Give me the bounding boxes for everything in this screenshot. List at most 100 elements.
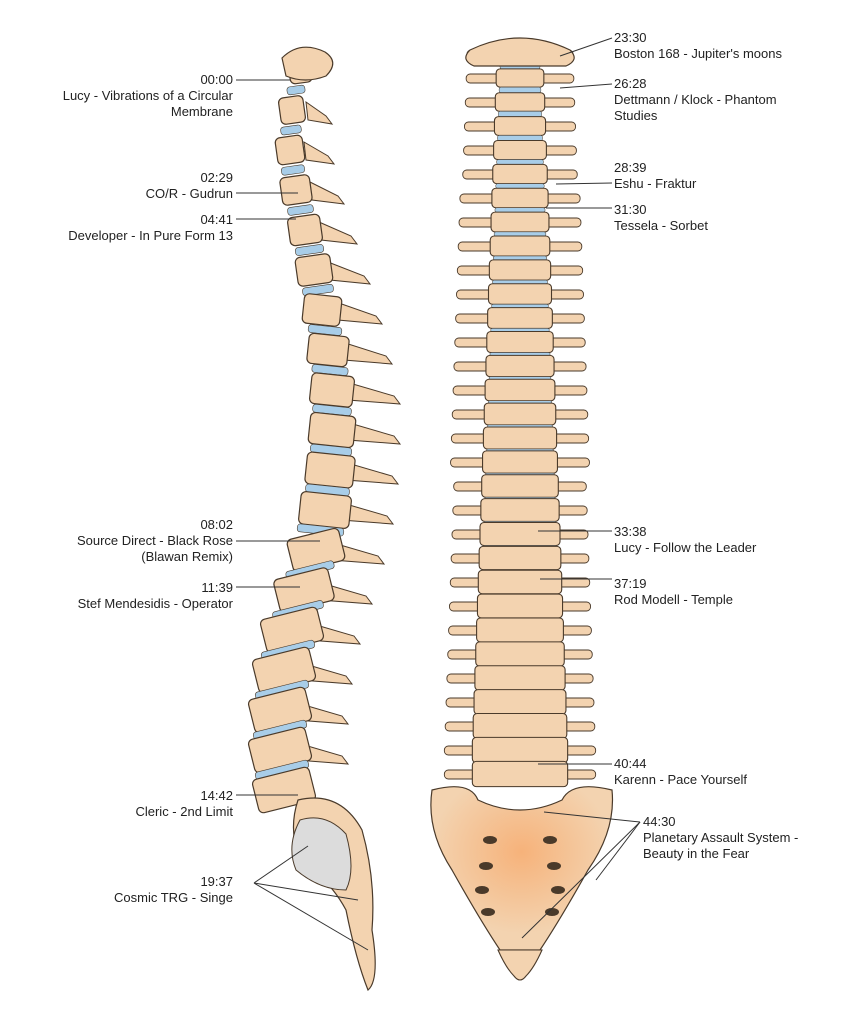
intervertebral-disc — [498, 86, 542, 94]
track-title: Tessela - Sorbet — [614, 218, 708, 233]
track-label: 23:30 Boston 168 - Jupiter's moons — [614, 30, 782, 62]
vertebral-body — [471, 736, 569, 764]
leader-line — [595, 821, 641, 881]
vertebral-body — [287, 213, 323, 247]
track-time: 31:30 — [614, 202, 647, 217]
track-title: Karenn - Pace Yourself — [614, 772, 747, 787]
vertebral-body — [487, 307, 553, 329]
track-time: 44:30 — [643, 814, 676, 829]
vertebral-body — [481, 450, 558, 474]
vertebral-body — [481, 474, 559, 498]
leader-line — [559, 37, 613, 57]
vertebral-body — [479, 521, 561, 547]
track-title: Eshu - Fraktur — [614, 176, 697, 191]
track-label: 33:38 Lucy - Follow the Leader — [614, 524, 756, 556]
intervertebral-disc — [302, 283, 334, 297]
track-title: Stef Mendesidis - Operator — [77, 596, 233, 611]
track-title: Rod Modell - Temple — [614, 592, 733, 607]
track-title: Lucy - Vibrations of a Circular — [62, 88, 233, 103]
track-label: 31:30 Tessela - Sorbet — [614, 202, 708, 234]
track-time: 14:42 — [200, 788, 233, 803]
vertebral-body — [274, 134, 306, 166]
track-title: Planetary Assault System - — [643, 830, 799, 845]
intervertebral-disc — [280, 124, 302, 136]
track-time: 37:19 — [614, 576, 647, 591]
intervertebral-disc — [496, 159, 544, 165]
sacral-foramen — [545, 908, 559, 916]
vertebral-body — [480, 498, 560, 522]
leader-lines — [236, 37, 641, 951]
vertebral-body — [477, 569, 563, 595]
vertebral-body — [471, 760, 569, 788]
leader-line — [543, 811, 641, 823]
sacral-foramen — [483, 836, 497, 844]
lateral-spine-view — [247, 46, 402, 991]
vertebral-body — [493, 116, 547, 136]
track-label: 08:02 Source Direct - Black Rose (Blawan… — [77, 517, 233, 565]
track-title: Boston 168 - Jupiter's moons — [614, 46, 782, 61]
track-label: 40:44 Karenn - Pace Yourself — [614, 756, 747, 788]
vertebral-body — [485, 354, 555, 378]
sacral-foramen — [547, 862, 561, 870]
coccyx — [497, 949, 543, 981]
track-time: 23:30 — [614, 30, 647, 45]
vertebral-body — [294, 253, 334, 287]
track-label: 11:39 Stef Mendesidis - Operator — [78, 580, 233, 612]
track-label: 44:30 Planetary Assault System - Beauty … — [643, 814, 798, 862]
vertebral-body — [473, 689, 567, 715]
track-time: 19:37 — [200, 874, 233, 889]
vertebral-body — [482, 426, 558, 450]
intervertebral-disc — [294, 244, 325, 256]
vertebral-body — [483, 402, 557, 426]
sacral-foramen — [481, 908, 495, 916]
atlas-vertebra — [281, 46, 334, 81]
sacral-foramen — [543, 836, 557, 844]
track-label: 04:41 Developer - In Pure Form 13 — [68, 212, 233, 244]
vertebral-body — [278, 95, 306, 125]
vertebral-body — [304, 451, 356, 489]
track-time: 33:38 — [614, 524, 647, 539]
vertebral-body — [472, 712, 568, 740]
track-title: Source Direct - Black Rose — [76, 533, 233, 548]
vertebral-body — [495, 68, 545, 88]
intervertebral-disc — [287, 204, 314, 216]
vertebral-body — [309, 372, 355, 408]
leader-line — [253, 882, 369, 951]
intervertebral-disc — [498, 111, 542, 117]
sacral-foramen — [475, 886, 489, 894]
sacroiliac-surface — [291, 817, 352, 891]
track-label: 14:42 Cleric - 2nd Limit — [135, 788, 233, 820]
vertebral-body — [475, 641, 565, 667]
sacrum-frontal — [430, 786, 614, 951]
leader-line — [521, 821, 641, 939]
vertebral-body — [307, 411, 357, 449]
track-time: 08:02 — [200, 517, 233, 532]
spinous-process — [335, 301, 384, 325]
track-title: Cosmic TRG - Singe — [114, 890, 233, 905]
track-time: 40:44 — [614, 756, 647, 771]
atlas-vertebra — [465, 37, 575, 67]
frontal-spine-view — [430, 37, 614, 981]
track-label: 26:28 Dettmann / Klock - Phantom Studies — [614, 76, 777, 124]
vertebral-body — [478, 545, 562, 571]
track-title: Developer - In Pure Form 13 — [68, 228, 233, 243]
intervertebral-disc — [497, 135, 543, 141]
vertebral-body — [494, 92, 546, 112]
vertebral-body — [486, 330, 554, 354]
track-label: 28:39 Eshu - Fraktur — [614, 160, 696, 192]
track-title: Cleric - 2nd Limit — [135, 804, 233, 819]
vertebral-body — [476, 593, 564, 619]
track-time: 00:00 — [200, 72, 233, 87]
track-time: 11:39 — [201, 580, 233, 595]
spinous-process — [318, 221, 359, 245]
leader-line — [559, 83, 613, 89]
spinous-process — [309, 181, 346, 205]
vertebral-body — [301, 293, 343, 327]
track-time: 04:41 — [200, 212, 233, 227]
leader-line — [253, 882, 359, 901]
spinous-process — [303, 141, 336, 165]
vertebral-body — [487, 283, 553, 305]
vertebral-body — [306, 332, 350, 368]
